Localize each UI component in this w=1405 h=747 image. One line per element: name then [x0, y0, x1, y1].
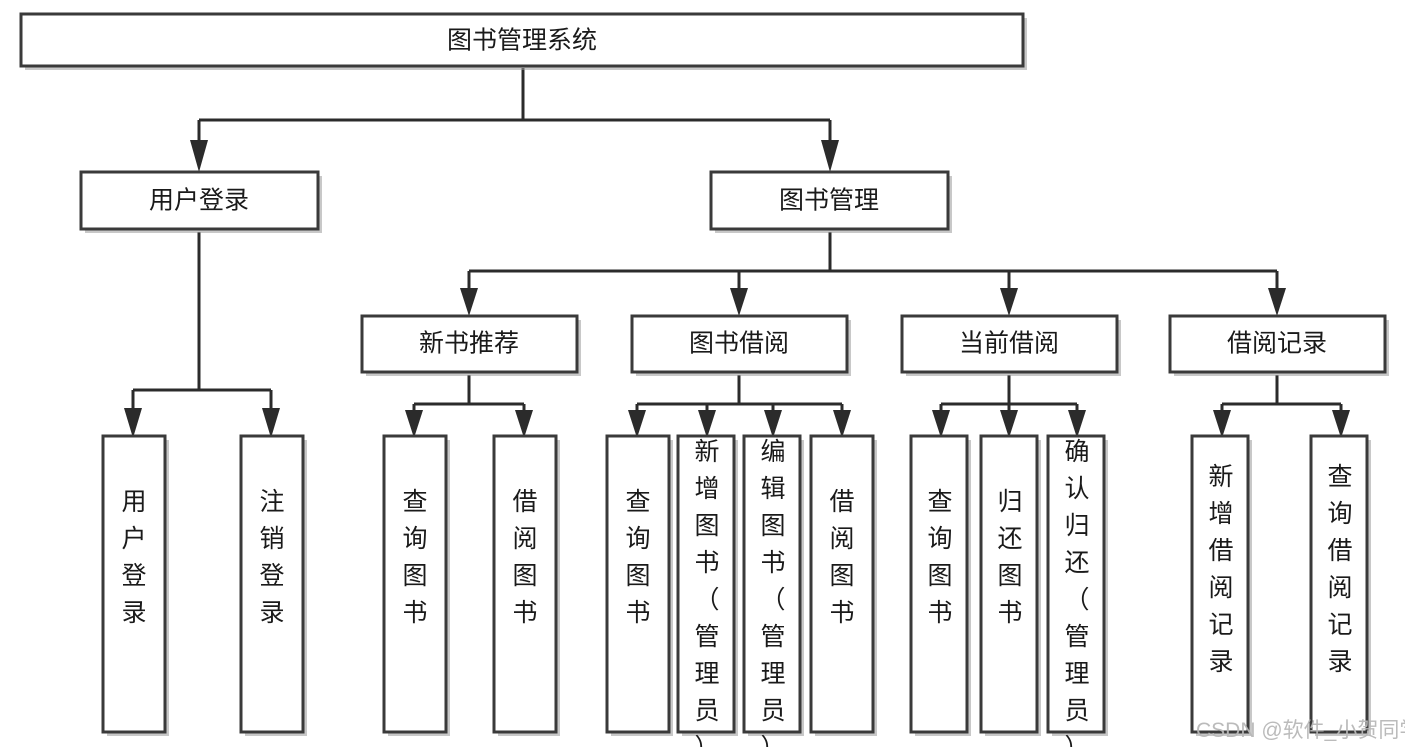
leaf-user-login-label: 用户登录	[121, 488, 146, 627]
leaf-add-borrow-record[interactable]: 新增借阅记录	[1190, 434, 1252, 736]
arrow-to-current-borrow	[1000, 288, 1018, 316]
user-login-label: 用户登录	[149, 187, 249, 215]
leaf-return-book-label: 归还图书	[997, 488, 1022, 627]
leaf-confirm-return-box[interactable]	[1046, 434, 1106, 734]
leaf-return-book[interactable]: 归还图书	[979, 434, 1041, 736]
leaf-query-book-borrow-label: 查询图书	[625, 488, 650, 627]
leaf-logout[interactable]: 注销登录	[239, 434, 307, 736]
arrow-to-leaf-borrow-book-2	[833, 410, 851, 438]
book-borrow-label: 图书借阅	[689, 330, 789, 358]
book-management-label: 图书管理	[779, 187, 879, 215]
node-current-borrow[interactable]: 当前借阅	[900, 314, 1121, 376]
arrow-to-leaf-return-book	[1000, 410, 1018, 438]
connectors-borrow-record-to-leaves	[1213, 375, 1350, 438]
leaf-query-book-recommend[interactable]: 查询图书	[382, 434, 450, 736]
node-borrow-record[interactable]: 借阅记录	[1168, 314, 1389, 376]
arrow-to-leaf-edit-book	[764, 410, 782, 438]
arrow-to-leaf-borrow-book-1	[515, 410, 533, 438]
leaf-query-book-recommend-label: 查询图书	[402, 488, 427, 627]
connectors-current-borrow-to-leaves	[932, 375, 1086, 438]
leaf-query-book-borrow[interactable]: 查询图书	[605, 434, 673, 736]
leaf-query-borrow-record-label: 查询借阅记录	[1327, 463, 1352, 676]
borrow-record-box[interactable]	[1168, 314, 1387, 374]
arrow-to-leaf-add-record	[1213, 410, 1231, 438]
node-book-management[interactable]: 图书管理	[709, 170, 952, 233]
arrow-to-book-borrow	[730, 288, 748, 316]
current-borrow-label: 当前借阅	[959, 330, 1059, 358]
leaf-user-login[interactable]: 用户登录	[101, 434, 169, 736]
leaf-add-book[interactable]: 新增图书（管理员）	[676, 434, 738, 747]
leaf-borrow-book-recommend-label: 借阅图书	[512, 488, 537, 627]
user-login-box[interactable]	[79, 170, 320, 231]
watermark-text: CSDN @软件_小贺同学	[1196, 719, 1405, 742]
leaf-add-book-box[interactable]	[676, 434, 736, 734]
leaf-add-borrow-record-label: 新增借阅记录	[1208, 463, 1233, 676]
leaf-logout-box[interactable]	[239, 434, 305, 734]
arrow-to-leaf-query-book-3	[932, 410, 950, 438]
leaf-confirm-return[interactable]: 确认归还（管理员）	[1046, 434, 1108, 747]
leaf-edit-book-label: 编辑图书（管理员）	[760, 438, 785, 747]
new-book-recommend-box[interactable]	[360, 314, 579, 374]
leaf-query-book-borrow-box[interactable]	[605, 434, 671, 734]
connectors-book-manage-to-level3	[460, 232, 1286, 316]
arrow-to-new-book	[460, 288, 478, 316]
arrow-to-leaf-user-login	[124, 408, 142, 438]
arrow-to-leaf-confirm-return	[1068, 410, 1086, 438]
leaf-borrow-book-borrow-box[interactable]	[809, 434, 875, 734]
leaf-confirm-return-label: 确认归还（管理员）	[1064, 438, 1089, 747]
leaf-query-book-current[interactable]: 查询图书	[909, 434, 971, 736]
arrow-to-leaf-query-book-1	[405, 410, 423, 438]
arrow-to-user-login	[190, 140, 208, 172]
leaf-user-login-box[interactable]	[101, 434, 167, 734]
connectors-book-borrow-to-leaves	[628, 375, 851, 438]
root-label: 图书管理系统	[447, 27, 597, 55]
leaf-query-book-current-box[interactable]	[909, 434, 969, 734]
current-borrow-box[interactable]	[900, 314, 1119, 374]
leaf-edit-book-box[interactable]	[742, 434, 802, 734]
leaf-borrow-book-recommend[interactable]: 借阅图书	[492, 434, 560, 736]
arrow-to-borrow-record	[1268, 288, 1286, 316]
arrow-to-leaf-add-book	[698, 410, 716, 438]
leaf-borrow-book-recommend-box[interactable]	[492, 434, 558, 734]
node-new-book-recommend[interactable]: 新书推荐	[360, 314, 581, 376]
leaf-logout-label: 注销登录	[259, 488, 284, 627]
connectors-root-to-level2	[190, 68, 839, 172]
leaf-edit-book[interactable]: 编辑图书（管理员）	[742, 434, 804, 747]
leaf-add-borrow-record-box[interactable]	[1190, 434, 1250, 734]
node-user-login[interactable]: 用户登录	[79, 170, 322, 233]
root-box[interactable]	[19, 12, 1025, 68]
arrow-to-book-manage	[821, 140, 839, 172]
leaf-add-book-label: 新增图书（管理员）	[694, 438, 719, 747]
new-book-recommend-label: 新书推荐	[419, 330, 519, 358]
leaf-query-borrow-record-box[interactable]	[1309, 434, 1369, 734]
node-book-borrow[interactable]: 图书借阅	[630, 314, 851, 376]
connectors-new-book-to-leaves	[405, 375, 533, 438]
leaf-return-book-box[interactable]	[979, 434, 1039, 734]
book-management-box[interactable]	[709, 170, 950, 231]
node-root-system[interactable]: 图书管理系统	[19, 12, 1027, 70]
borrow-record-label: 借阅记录	[1227, 330, 1327, 358]
arrow-to-leaf-logout	[262, 408, 280, 438]
arrow-to-leaf-query-book-2	[628, 410, 646, 438]
leaf-query-borrow-record[interactable]: 查询借阅记录	[1309, 434, 1371, 736]
arrow-to-leaf-query-record	[1332, 410, 1350, 438]
leaf-borrow-book-borrow[interactable]: 借阅图书	[809, 434, 877, 736]
leaf-query-book-recommend-box[interactable]	[382, 434, 448, 734]
leaf-borrow-book-borrow-label: 借阅图书	[829, 488, 854, 627]
book-borrow-box[interactable]	[630, 314, 849, 374]
connectors-user-login-to-leaves	[124, 232, 280, 438]
leaf-query-book-current-label: 查询图书	[927, 488, 952, 627]
